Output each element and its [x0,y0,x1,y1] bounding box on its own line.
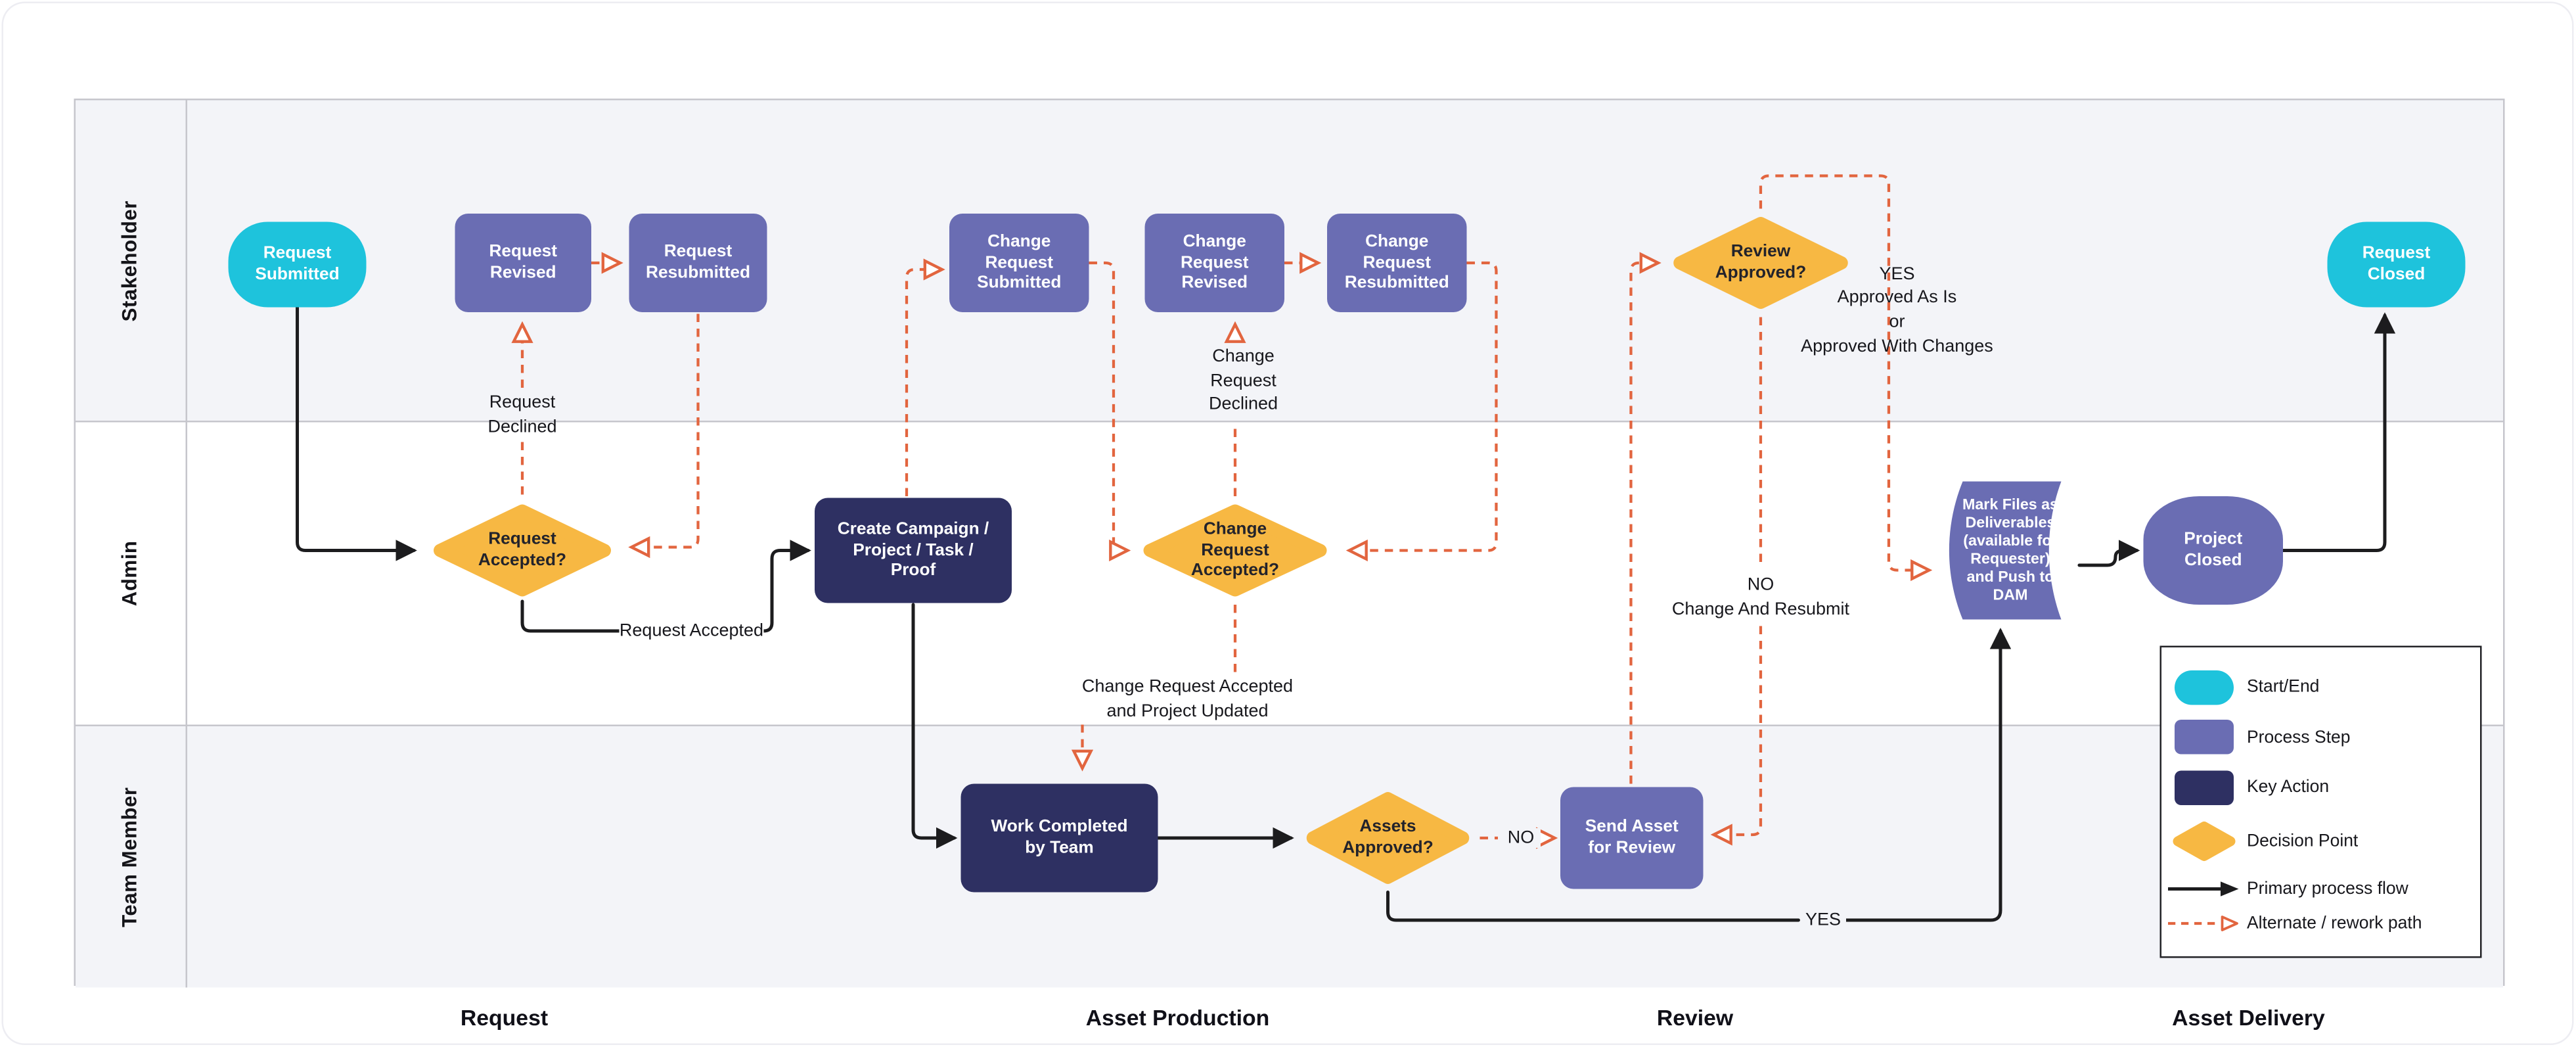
edge-review-approved-no-segment-2 [1715,626,1763,834]
edge-change-request-submitted-to-accepted [1089,261,1126,550]
legend-label: Start/End [2247,677,2320,697]
edge-label-review-no: NO Change And Resubmit [1659,572,1863,623]
lane-header-admin: Admin [75,422,187,725]
node-request-closed: Request Closed [2327,221,2466,308]
node-change-request-revised: Change Request Revised [1144,214,1284,312]
lane-team-member: Team Member [74,724,2502,988]
legend-item-process-step: Process Step [2161,720,2480,755]
legend-item-decision-point: Decision Point [2161,820,2480,863]
edge-assets-approved-yes-segment-1 [1386,890,1800,922]
edge-label-assets-no: NO [1501,827,1541,848]
lane-header-stakeholder: Stakeholder [75,100,187,421]
node-change-request-resubmitted: Change Request Resubmitted [1327,214,1467,312]
edge-request-resubmitted-to-request-accepted [633,314,700,547]
legend-item-primary-flow: Primary process flow [2161,879,2480,898]
solid-arrow-icon [2161,879,2247,898]
legend-item-alternate-path: Alternate / rework path [2161,914,2480,934]
node-change-request-accepted-decision: Change Request Accepted? [1133,498,1337,603]
edge-mark-files-to-project-closed [2077,540,2140,567]
node-send-asset: Send Asset for Review [1560,787,1704,889]
decision-diamond-shape [434,504,611,597]
edge-change-request-resubmitted-to-accepted [1350,261,1498,550]
edge-request-accepted-to-create-campaign [520,540,811,633]
decision-diamond-shape [1143,504,1327,597]
node-project-closed: Project Closed [2143,496,2283,605]
edge-label-request-declined: Request Declined [487,392,557,436]
node-change-request-accepted-label: Change Request Accepted? [1190,519,1280,581]
node-assets-approved-decision: Assets Approved? [1298,785,1478,891]
legend-label: Key Action [2247,778,2330,798]
edge-label-review-yes: YES Approved As Is or Approved With Chan… [1801,264,1993,356]
legend-label: Decision Point [2247,831,2359,852]
legend: Start/End Process Step Key Action Decisi… [2159,645,2482,958]
node-change-request-submitted: Change Request Submitted [949,214,1089,312]
edge-create-campaign-to-change-request-submitted [905,269,941,496]
edge-create-campaign-to-work-completed [911,603,958,849]
decision-diamond-shape [1306,792,1470,884]
edge-send-asset-to-review-approved [1629,263,1657,784]
node-request-revised: Request Revised [455,214,591,312]
node-review-approved-decision: Review Approved? [1664,210,1858,315]
legend-label: Alternate / rework path [2247,914,2422,934]
legend-item-key-action: Key Action [2161,770,2480,805]
node-request-accepted-label: Request Accepted? [478,530,567,570]
edge-assets-approved-yes-segment-2 [1842,628,2012,922]
start-end-icon [2161,670,2247,705]
legend-item-start-end: Start/End [2161,670,2480,705]
edge-label-change-request-accepted: Change Request Accepted and Project Upda… [1069,675,1306,725]
legend-label: Process Step [2247,727,2351,747]
node-work-completed: Work Completed by Team [960,783,1158,893]
legend-label: Primary process flow [2247,878,2408,898]
phase-label-review: Review [1656,1006,1734,1031]
edge-review-approved-yes-to-mark-files [1759,174,1928,570]
edge-project-closed-to-request-closed [2281,312,2396,552]
node-mark-files-label: Mark Files as Deliverables (available fo… [1962,495,2059,604]
node-request-accepted-decision: Request Accepted? [424,498,621,603]
process-step-icon [2161,720,2247,755]
phase-label-asset-delivery: Asset Delivery [2172,1006,2325,1031]
node-request-submitted: Request Submitted [228,221,367,308]
phase-label-asset-production: Asset Production [1085,1006,1270,1031]
edge-label-change-request-declined: Change Request Declined [1208,346,1278,415]
lane-header-team-member: Team Member [75,726,187,988]
node-mark-files-deliverables: Mark Files as Deliverables (available fo… [1941,477,2079,624]
decision-point-icon [2161,820,2247,863]
node-assets-approved-label: Assets Approved? [1342,817,1434,858]
edge-request-submitted-to-request-accepted [296,305,417,561]
edge-label-assets-yes: YES [1800,910,1846,930]
node-request-resubmitted: Request Resubmitted [629,214,767,312]
edge-label-request-accepted: Request Accepted [619,619,764,643]
node-review-approved-label: Review Approved? [1715,242,1807,283]
dashed-arrow-icon [2161,914,2247,934]
node-create-campaign: Create Campaign / Project / Task / Proof [815,498,1012,603]
wave-panel-shape [1949,481,2062,620]
decision-diamond-shape [1673,217,1848,309]
key-action-icon [2161,770,2247,805]
phase-label-request: Request [460,1006,549,1031]
